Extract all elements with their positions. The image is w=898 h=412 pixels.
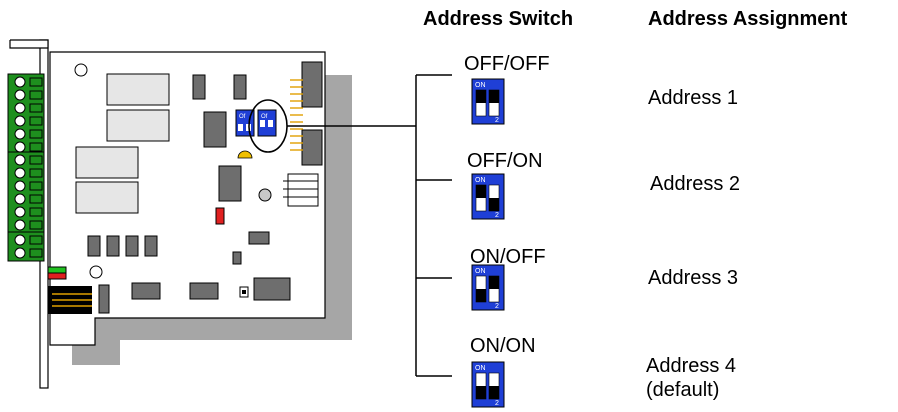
address-label: Address 4 (default) (646, 354, 736, 402)
board-dip-label: Of (239, 114, 246, 120)
chip (233, 74, 247, 100)
chip (144, 235, 158, 257)
edge-connector (301, 61, 323, 108)
dip-switch-detail: ON 2 (471, 361, 505, 408)
connector-pins (290, 79, 303, 151)
dip-switch-detail: ON 2 (471, 264, 505, 311)
address-label: Address 2 (650, 173, 741, 195)
dip-lever (489, 90, 499, 103)
jumper-pin (242, 290, 246, 294)
relay (106, 109, 170, 142)
terminal-screw (14, 141, 26, 153)
terminal-screw (14, 206, 26, 218)
switch-setting-label: ON/OFF (470, 246, 546, 268)
terminal-screw (14, 180, 26, 192)
dip-lever (476, 90, 486, 103)
dip-number-label: 2 (495, 117, 499, 124)
io-card-illustration: Of Of (7, 39, 352, 389)
terminal-screw (14, 167, 26, 179)
switch-setting-label: OFF/OFF (464, 53, 550, 75)
switch-setting-label: OFF/ON (467, 150, 543, 172)
chip (253, 277, 291, 301)
heat-sink (283, 173, 319, 207)
chip (189, 282, 219, 300)
led-green (47, 266, 67, 274)
mounting-hole (258, 188, 272, 202)
dip-switch-detail: ON 2 (471, 173, 505, 220)
address-label-text: Address 4 (646, 355, 737, 377)
terminal-screw (14, 102, 26, 114)
chip (98, 284, 110, 314)
address-switch-header: Address Switch (423, 8, 574, 30)
switch-connector-lines (287, 74, 452, 377)
terminal-screw (14, 89, 26, 101)
chip (218, 165, 242, 202)
chip (131, 282, 161, 300)
terminal-blocks (7, 73, 45, 262)
address-assignment-header: Address Assignment (648, 8, 848, 30)
led-red (215, 207, 225, 225)
edge-connector (301, 129, 323, 166)
relay (75, 146, 139, 179)
terminal-block (7, 73, 45, 156)
relay (106, 73, 170, 106)
terminal-screw (14, 234, 26, 246)
dip-lever (489, 276, 499, 289)
address-label: Address 3 (648, 267, 739, 289)
chip (106, 235, 120, 257)
dip-on-label: ON (475, 82, 486, 89)
mounting-hole (74, 63, 88, 77)
terminal-screw (14, 115, 26, 127)
terminal-screw (14, 128, 26, 140)
board-dip-label: Of (261, 114, 268, 120)
dip-number-label: 2 (495, 303, 499, 310)
dip-number-label: 2 (495, 400, 499, 407)
dip-number-label: 2 (495, 212, 499, 219)
terminal-screw (14, 247, 26, 259)
board-dip-switch-2: Of (257, 109, 277, 137)
dip-lever (476, 289, 486, 302)
terminal-block (7, 151, 45, 234)
switch-setting-label: ON/ON (470, 335, 536, 357)
dip-on-label: ON (475, 365, 486, 372)
terminal-screw (14, 193, 26, 205)
terminal-screw (14, 76, 26, 88)
dip-on-label: ON (475, 177, 486, 184)
chip (203, 111, 227, 148)
chip (125, 235, 139, 257)
bracket-top-tab (9, 39, 49, 49)
address-label: Address 1 (648, 87, 739, 109)
dip-lever (476, 386, 486, 399)
terminal-screw (14, 219, 26, 231)
led-red (47, 272, 67, 280)
terminal-screw (14, 154, 26, 166)
dip-on-label: ON (475, 268, 486, 275)
capacitor (237, 150, 253, 159)
chip (248, 231, 270, 245)
chip (87, 235, 101, 257)
dip-lever (489, 198, 499, 211)
chip (232, 251, 242, 265)
default-note: (default) (646, 379, 720, 401)
terminal-block (7, 231, 45, 262)
chip (192, 74, 206, 100)
dip-lever (489, 386, 499, 399)
dip-switch-detail: ON 2 (471, 78, 505, 125)
mounting-hole (89, 265, 103, 279)
dip-lever (476, 185, 486, 198)
relay (75, 181, 139, 214)
